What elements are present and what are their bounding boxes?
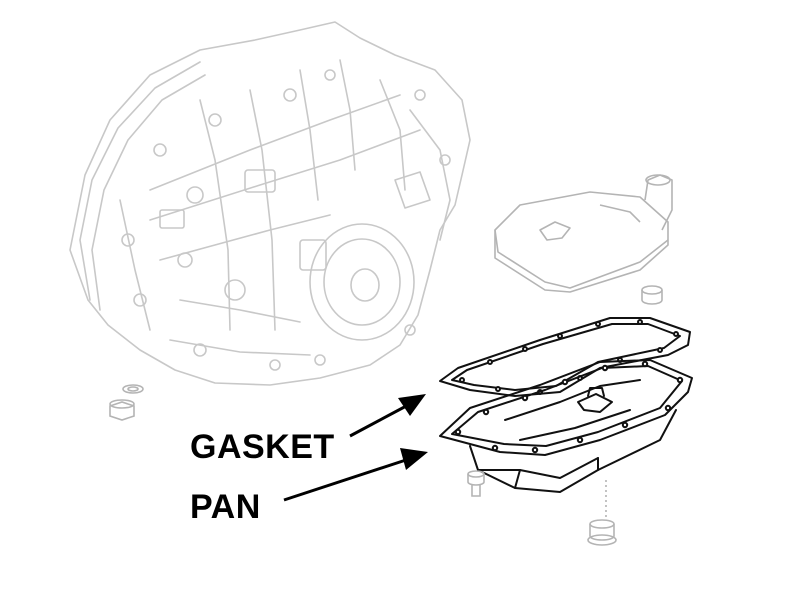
pan-label: PAN	[190, 488, 261, 526]
gasket-label: GASKET	[190, 428, 335, 466]
gasket-pointer-head	[398, 394, 426, 416]
pan-pointer-line	[283, 456, 413, 502]
pan-bolt	[467, 470, 485, 497]
oil-pan	[439, 359, 693, 493]
transmission-housing	[69, 21, 471, 386]
filter-seal	[641, 285, 663, 305]
arrow-right-up-icon	[349, 394, 426, 438]
pan-pointer-head	[400, 448, 428, 470]
arrow-right-up-icon	[283, 448, 428, 502]
transmission-filter	[494, 174, 673, 293]
gasket-pointer-line	[349, 402, 411, 438]
housing-plug-washer	[109, 384, 144, 421]
drain-plug	[587, 480, 617, 546]
